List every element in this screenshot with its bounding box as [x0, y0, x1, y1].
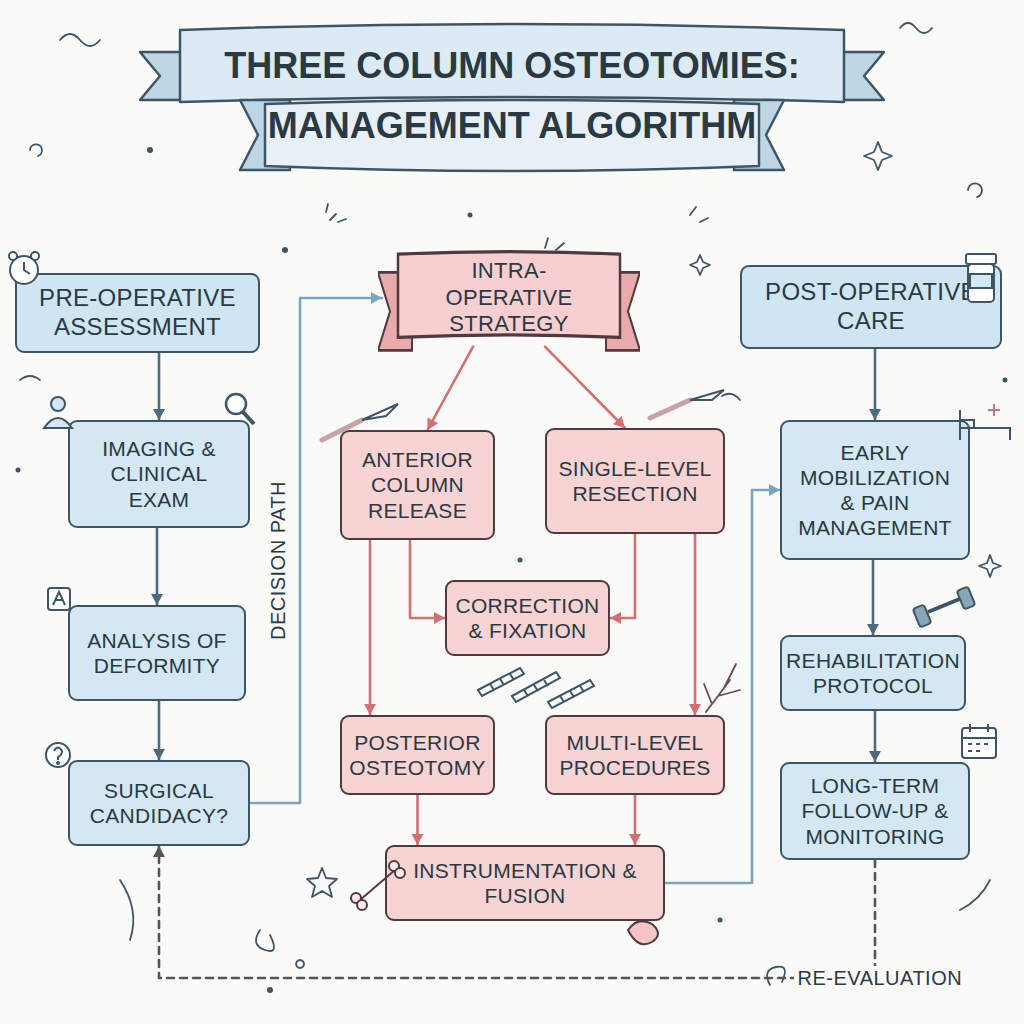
section-header: POST-OPERATIVE CARE: [740, 265, 1002, 349]
arrowhead: [153, 749, 165, 760]
graft-icon: [628, 921, 658, 944]
node-label: ANTERIOR COLUMN RELEASE: [352, 447, 483, 523]
connector-line: [545, 347, 625, 428]
connector-line: [694, 534, 697, 715]
connector-line: [410, 540, 445, 618]
node-label: SURGICAL CANDIDACY?: [80, 778, 238, 828]
arrowhead: [613, 416, 625, 428]
pill-bottle-icon: [966, 254, 996, 302]
process-box: CORRECTION & FIXATION: [445, 580, 610, 656]
node-label: POST-OPERATIVE CARE: [752, 278, 990, 336]
connector-line: [665, 490, 780, 883]
connector: [610, 534, 635, 624]
connector: [689, 534, 701, 715]
edge-label: RE-EVALUATION: [794, 966, 967, 991]
node-label: INSTRUMENTATION & FUSION: [397, 858, 653, 908]
arrowhead: [869, 751, 881, 762]
connector: [412, 795, 424, 845]
scalpel-icon: [322, 404, 398, 440]
connector: [869, 349, 881, 420]
process-box: MULTI-LEVEL PROCEDURES: [545, 715, 725, 795]
process-box: ANALYSIS OF DEFORMITY: [68, 605, 246, 701]
node-label: MULTI-LEVEL PROCEDURES: [557, 730, 713, 780]
node-label: REHABILITATION PROTOCOL: [786, 648, 960, 698]
bone-icon: [351, 861, 405, 910]
node-label: IMAGING & CLINICAL EXAM: [80, 436, 238, 512]
process-box: LONG-TERM FOLLOW-UP & MONITORING: [780, 762, 970, 860]
arrowhead: [610, 612, 621, 624]
connector: [153, 353, 165, 420]
connector: [153, 701, 165, 760]
screw-icons: [478, 668, 594, 708]
arrowhead: [153, 846, 165, 857]
node-label: PRE-OPERATIVE ASSESSMENT: [27, 284, 248, 342]
process-box: INSTRUMENTATION & FUSION: [385, 845, 665, 921]
node-label: POSTERIOR OSTEOTOMY: [349, 730, 485, 780]
question-icon: [46, 743, 70, 767]
arrowhead: [364, 704, 376, 715]
edge-label: DECISION PATH: [266, 476, 291, 643]
doodles: [20, 23, 990, 985]
arrowhead: [769, 484, 780, 496]
connector: [427, 347, 473, 430]
node-label: SINGLE-LEVEL RESECTION: [557, 456, 713, 506]
person-icon: [44, 397, 72, 428]
arrowhead: [867, 624, 879, 635]
ribbon-banner: INTRA-OPERATIVE STRATEGY: [378, 249, 640, 358]
banner-ribbon: [140, 24, 884, 171]
magnifier-icon: [226, 394, 254, 424]
node-label: LONG-TERM FOLLOW-UP & MONITORING: [792, 773, 958, 849]
arrowhead: [869, 409, 881, 420]
connector: [545, 347, 625, 428]
connector: [867, 560, 879, 635]
scalpel-icon: [650, 390, 724, 418]
connector-line: [369, 540, 372, 715]
dots: [16, 147, 1008, 993]
chart-icon: [48, 588, 70, 610]
node-label: EARLY MOBILIZATION & PAIN MANAGEMENT: [792, 440, 958, 541]
section-header: PRE-OPERATIVE ASSESSMENT: [15, 273, 260, 353]
dumbbell-icon: [913, 586, 976, 627]
node-label: INTRA-OPERATIVE STRATEGY: [420, 258, 598, 337]
process-box: EARLY MOBILIZATION & PAIN MANAGEMENT: [780, 420, 970, 560]
process-box: SURGICAL CANDIDACY?: [68, 760, 250, 846]
connector-line: [610, 534, 635, 618]
connector-line: [872, 560, 875, 635]
bed-icon: [960, 404, 1010, 440]
arrowhead: [689, 704, 701, 715]
connector-line: [159, 846, 875, 978]
connector: [869, 711, 881, 762]
connector: [364, 540, 376, 715]
node-label: ANALYSIS OF DEFORMITY: [80, 628, 234, 678]
calendar-icon: [962, 724, 996, 758]
arrowhead: [427, 417, 438, 430]
clock-icon: [9, 252, 39, 284]
connector-line: [428, 347, 474, 430]
connector-line: [156, 528, 159, 605]
arrowhead: [151, 594, 163, 605]
stars: [307, 142, 1001, 897]
arrowhead: [629, 834, 641, 845]
connector: [629, 795, 641, 845]
process-box: IMAGING & CLINICAL EXAM: [68, 420, 250, 528]
connector: [410, 540, 445, 624]
title-text: THREE COLUMN OSTEOTOMIES: MANAGEMENT ALG…: [190, 36, 834, 156]
arrowhead: [371, 292, 382, 304]
connector: [151, 528, 163, 605]
process-box: ANTERIOR COLUMN RELEASE: [340, 430, 495, 540]
arrowhead: [434, 612, 445, 624]
arrowhead: [153, 409, 165, 420]
connector: [665, 484, 780, 883]
process-box: REHABILITATION PROTOCOL: [780, 635, 966, 711]
connector: [153, 846, 875, 978]
arrowhead: [412, 834, 424, 845]
process-box: POSTERIOR OSTEOTOMY: [340, 715, 495, 795]
nerve-icon: [704, 664, 740, 712]
node-label: CORRECTION & FIXATION: [455, 593, 599, 643]
process-box: SINGLE-LEVEL RESECTION: [545, 428, 725, 534]
